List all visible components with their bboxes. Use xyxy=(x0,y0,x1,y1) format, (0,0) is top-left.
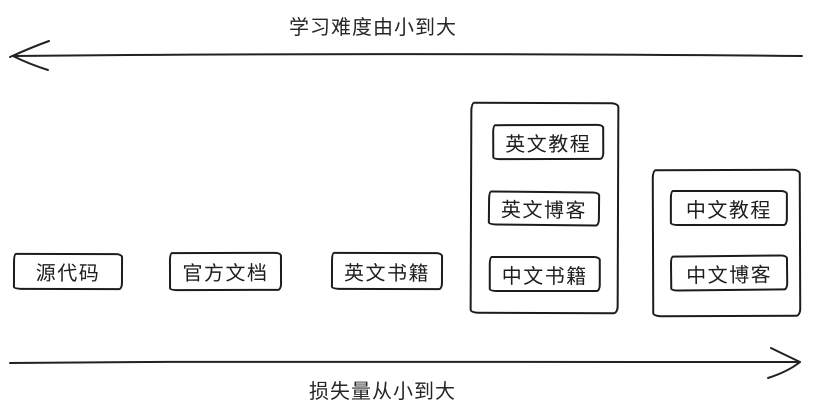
left-arrow-line xyxy=(13,53,803,57)
group-box-english-plus: 英文教程 英文博客 中文书籍 xyxy=(469,101,620,315)
box-chinese-tutorials: 中文教程 xyxy=(669,189,788,226)
bottom-axis-label: 损失量从小到大 xyxy=(309,381,456,403)
box-english-books-label: 英文书籍 xyxy=(343,262,431,285)
right-arrow xyxy=(9,347,801,379)
top-axis-label: 学习难度由小到大 xyxy=(289,17,457,39)
box-official-docs-label: 官方文档 xyxy=(182,262,269,286)
right-arrow-line xyxy=(9,360,800,364)
box-chinese-tutorials-label: 中文教程 xyxy=(685,199,772,222)
group-box-chinese: 中文教程 中文博客 xyxy=(651,168,802,318)
box-english-blogs-label: 英文博客 xyxy=(500,199,588,223)
box-official-docs: 官方文档 xyxy=(168,251,283,292)
box-english-books: 英文书籍 xyxy=(330,251,444,291)
box-source-code-label: 源代码 xyxy=(35,262,101,286)
box-english-tutorials-label: 英文教程 xyxy=(505,133,592,156)
box-english-blogs: 英文博客 xyxy=(487,190,601,227)
left-arrow-head-icon xyxy=(13,55,49,71)
left-arrow xyxy=(9,40,803,71)
box-source-code: 源代码 xyxy=(12,252,124,291)
left-arrow-head-icon xyxy=(9,40,50,58)
right-arrow-head-icon xyxy=(767,361,801,379)
box-chinese-books: 中文书籍 xyxy=(488,256,601,293)
box-chinese-books-label: 中文书籍 xyxy=(501,265,588,288)
box-chinese-blogs-label: 中文博客 xyxy=(686,264,773,287)
right-arrow-head-icon xyxy=(770,347,801,363)
box-english-tutorials: 英文教程 xyxy=(492,123,605,161)
box-chinese-blogs: 中文博客 xyxy=(669,254,789,292)
